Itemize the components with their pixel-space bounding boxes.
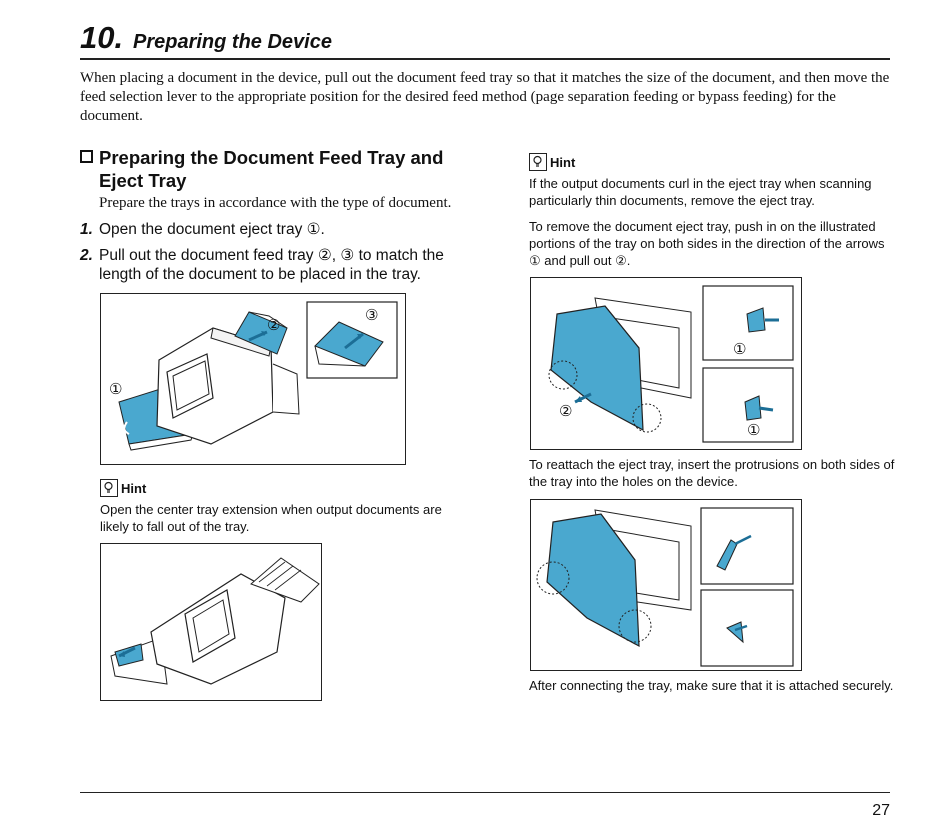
figure-remove-eject-tray: ① ① ② [530, 277, 802, 450]
hint-label: Hint [550, 154, 576, 170]
hint-left: Hint [100, 479, 146, 497]
figure-reattach-eject-tray [530, 499, 802, 671]
callout-2: ② [559, 403, 573, 420]
callout-1a: ① [733, 341, 747, 358]
step-number: 2. [80, 247, 93, 264]
step-text: Open the document eject tray ①. [99, 221, 325, 238]
chapter-header: 10. Preparing the Device [80, 14, 890, 60]
lightbulb-icon [100, 479, 118, 497]
hint-right-p2: To remove the document eject tray, push … [529, 219, 885, 268]
reattach-tray-illustration [536, 507, 794, 667]
hint-right: Hint [529, 153, 575, 171]
step-1: 1. Open the document eject tray ①. [80, 220, 469, 239]
callout-2: ② [267, 317, 281, 334]
section-title: Preparing the Document Feed Tray and Eje… [80, 146, 470, 192]
callout-3: ③ [365, 307, 379, 324]
tray-extension-illustration [110, 557, 320, 685]
figure-open-trays: ① ② ③ [100, 293, 406, 465]
callout-1: ① [109, 381, 123, 398]
scanner-trays-illustration [118, 301, 398, 451]
step-text: Pull out the document feed tray ②, ③ to … [99, 247, 444, 283]
step-number: 1. [80, 221, 93, 238]
intro-paragraph: When placing a document in the device, p… [80, 70, 890, 124]
hint-left-text: Open the center tray extension when outp… [100, 502, 442, 534]
figure-tray-extension [100, 543, 322, 701]
step-2: 2. Pull out the document feed tray ②, ③ t… [80, 246, 469, 284]
callout-1b: ① [747, 422, 761, 439]
footer-divider [80, 792, 890, 793]
section-title-line2: Eject Tray [99, 170, 187, 191]
chapter-number: 10. [80, 20, 124, 55]
remove-tray-illustration [548, 285, 794, 443]
section-subtitle: Prepare the trays in accordance with the… [99, 195, 452, 211]
hint-label: Hint [121, 480, 147, 496]
section-title-line1: Preparing the Document Feed Tray and [99, 147, 444, 168]
hint-right-p3: To reattach the eject tray, insert the p… [529, 457, 895, 489]
page-number: 27 [872, 802, 890, 819]
lightbulb-icon [529, 153, 547, 171]
chapter-title: Preparing the Device [133, 31, 332, 53]
hint-right-p4: After connecting the tray, make sure tha… [529, 678, 894, 693]
checkbox-bullet-icon [80, 150, 93, 163]
hint-right-p1: If the output documents curl in the ejec… [529, 176, 872, 208]
